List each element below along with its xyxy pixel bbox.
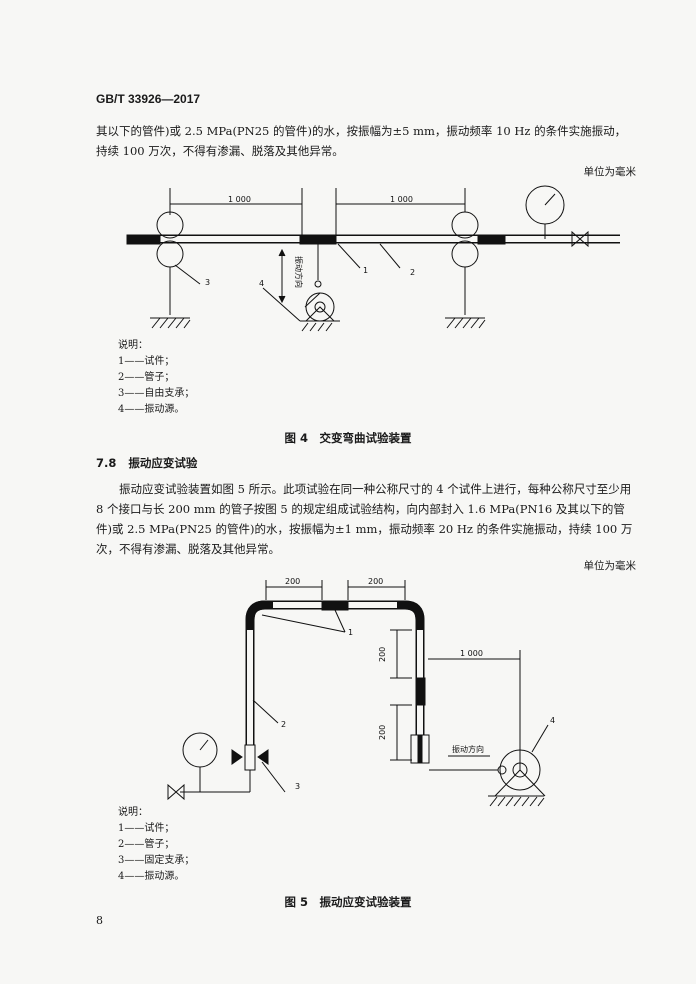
legend-title: 说明： [118, 807, 148, 818]
legend-item: 2——管子； [118, 372, 175, 383]
fig5-dim-top-left: 200 [285, 577, 300, 586]
legend-item: 1——试件； [118, 823, 175, 834]
fig4-legend: 说明： 1——试件； 2——管子； 3——自由支承； 4——振动源。 [118, 338, 194, 418]
fig5-dim-vert-upper: 200 [378, 647, 387, 662]
fig5-callout-1: 1 [348, 628, 353, 637]
unit-label: 单位为毫米 [583, 560, 637, 572]
section-heading: 7.8 振动应变试验 [96, 455, 197, 471]
fig4-dim-right: 1 000 [390, 195, 413, 204]
fig5-dim-top-right: 200 [368, 577, 383, 586]
legend-title: 说明： [118, 340, 148, 351]
fig5-callout-4: 4 [550, 716, 555, 725]
legend-item: 1——试件； [118, 356, 175, 367]
standard-number: GB/T 33926—2017 [96, 92, 201, 106]
fig5-legend: 说明： 1——试件； 2——管子； 3——固定支承； 4——振动源。 [118, 805, 194, 885]
legend-item: 3——固定支承； [118, 855, 195, 866]
fig5-callout-2: 2 [281, 720, 286, 729]
fig4-callout-4: 4 [259, 279, 264, 288]
fig5-caption: 图 5 振动应变试验装置 [284, 895, 412, 909]
unit-label: 单位为毫米 [583, 166, 637, 178]
legend-item: 2——管子； [118, 839, 175, 850]
fig4-callout-2: 2 [410, 268, 415, 277]
legend-item: 4——振动源。 [118, 871, 185, 882]
figure-4-diagram: 1 000 1 000 1 2 3 4 振动方向 [126, 185, 620, 332]
fig4-callout-1: 1 [363, 266, 368, 275]
fig4-dim-left: 1 000 [228, 195, 251, 204]
fig5-direction-label: 振动方向 [452, 744, 484, 754]
fig5-dim-horizontal: 1 000 [460, 649, 483, 658]
fig4-caption: 图 4 交变弯曲试验装置 [284, 431, 412, 445]
section-number: 7.8 [96, 456, 117, 470]
figure-5-diagram: 200 200 200 200 1 000 1 2 3 4 振动方向 [167, 577, 555, 807]
fig4-callout-3: 3 [205, 278, 210, 287]
legend-item: 4——振动源。 [118, 404, 185, 415]
page-number: 8 [96, 914, 103, 927]
legend-item: 3——自由支承； [118, 388, 195, 399]
fig5-dim-vert-lower: 200 [378, 725, 387, 740]
fig5-callout-3: 3 [295, 782, 300, 791]
fig4-direction-label: 振动方向 [294, 256, 304, 288]
paragraph-continued: 其以下的管件)或 2.5 MPa(PN25 的管件)的水，按振幅为±5 mm，振… [96, 124, 627, 158]
section-title: 振动应变试验 [128, 456, 198, 470]
paragraph-7-8: 振动应变试验装置如图 5 所示。此项试验在同一种公称尺寸的 4 个试件上进行，每… [96, 482, 633, 556]
